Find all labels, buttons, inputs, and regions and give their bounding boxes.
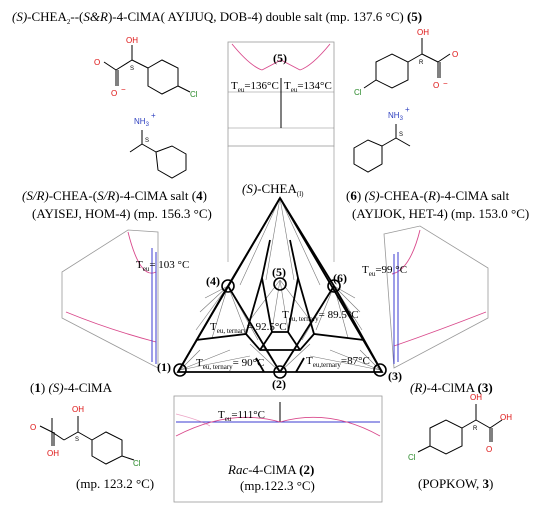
top-pane-label: (5) (273, 51, 287, 65)
left-binary-pane: Teu= 103 °C (61, 229, 189, 369)
point-6-label: (6) (333, 271, 347, 285)
ternary-triangle: (4) (5) (6) (1) (2) (3) Teu, ternary= 92… (157, 196, 402, 391)
svg-text:Cl: Cl (190, 90, 198, 99)
svg-text:Cl: Cl (408, 453, 416, 462)
svg-text:O: O (111, 89, 117, 98)
svg-text:Cl: Cl (354, 88, 362, 97)
svg-text:Cl: Cl (133, 459, 141, 468)
left-pane-teu: Teu= 103 °C (136, 259, 189, 273)
left-salt-caption-line2: (AYISEJ, HOM-4) (mp. 156.3 °C) (32, 206, 212, 221)
right-pane-teu: Teu=99 °C (362, 264, 407, 278)
svg-text:O: O (30, 423, 36, 432)
right-ref: (POPKOW, 3) (418, 476, 493, 491)
molecule-top-right: Cl OH R O O − NH3 + S (353, 28, 458, 173)
left-compound-caption: (1) (S)-4-ClMA (30, 380, 113, 395)
svg-text:−: − (443, 79, 448, 88)
svg-text:+: + (405, 105, 410, 114)
right-compound-caption: (R)-4-ClMA (3) (410, 380, 493, 395)
svg-text:OH: OH (500, 413, 512, 422)
bottom-mp: (mp.122.3 °C) (240, 478, 315, 493)
svg-text:O: O (486, 445, 492, 454)
nh3-label-right: NH3 (388, 111, 404, 122)
svg-text:OH: OH (470, 393, 482, 402)
left-salt-caption: (S/R)-CHEA-(S/R)-4-ClMA salt (4) (22, 188, 207, 203)
point-6-marker (327, 279, 341, 293)
apex-label: (S)-CHEA(l) (242, 181, 304, 198)
svg-text:S: S (145, 138, 149, 144)
bottom-compound-caption: Rac-4-ClMA (2) (227, 462, 314, 477)
point-2-label: (2) (272, 377, 286, 391)
left-mp: (mp. 123.2 °C) (76, 476, 154, 491)
molecule-top-left: O O − OH S Cl NH3 + S (94, 36, 198, 179)
svg-text:OH: OH (47, 449, 59, 458)
svg-text:OH: OH (72, 405, 84, 414)
right-binary-pane: Teu=99 °C (362, 225, 489, 369)
point-1-label: (1) (157, 360, 171, 374)
right-salt-caption: (6) (S)-CHEA-(R)-4-ClMA salt (346, 188, 510, 203)
top-binary-pane: (5) Teu=136°C Teu=134°C (227, 41, 335, 147)
svg-text:S: S (75, 437, 79, 443)
point-3-label: (3) (388, 369, 402, 383)
svg-text:O: O (433, 81, 439, 90)
ternary-teu-right-upper: Teu, ternary= 89.5°C (282, 309, 359, 323)
molecule-bottom-right: Cl OH R OH O (408, 393, 512, 462)
top-pane-teu-left: Teu=136°C (231, 80, 279, 94)
point-5-label: (5) (272, 265, 286, 279)
bottom-binary-pane: Teu=111°C Rac-4-ClMA (2) (mp.122.3 °C) (173, 395, 383, 503)
right-salt-caption-line2: (AYIJOK, HET-4) (mp. 153.0 °C) (352, 206, 529, 221)
point-2-marker (273, 365, 287, 379)
point-5-marker (273, 277, 287, 291)
nh3-label: NH3 (134, 117, 150, 128)
point-1-marker (173, 363, 187, 377)
svg-text:−: − (121, 85, 126, 94)
point-3-marker (373, 363, 387, 377)
svg-text:R: R (419, 60, 424, 66)
point-4-label: (4) (206, 274, 220, 288)
top-caption: (S)-CHEA2--(S&R)-4-ClMA( AYIJUQ, DOB-4) … (12, 9, 422, 26)
top-pane-teu-right: Teu=134°C (284, 80, 332, 94)
ternary-teu-left-upper: Teu, ternary= 92.5°C (210, 321, 287, 335)
svg-text:O: O (94, 58, 100, 67)
svg-text:S: S (130, 66, 134, 72)
svg-text:OH: OH (126, 36, 138, 45)
ternary-teu-right-lower: Teu,ternary=87°C (306, 355, 370, 369)
bottom-pane-teu: Teu=111°C (218, 409, 265, 423)
molecule-bottom-left: OH S O OH Cl (30, 405, 141, 468)
ternary-teu-left-lower: Teu, ternary= 90°C (196, 357, 264, 371)
svg-text:R: R (473, 426, 478, 432)
svg-text:+: + (151, 111, 156, 120)
svg-text:O: O (452, 50, 458, 59)
point-4-marker (221, 279, 235, 293)
svg-text:S: S (399, 132, 403, 138)
svg-text:OH: OH (417, 28, 429, 37)
